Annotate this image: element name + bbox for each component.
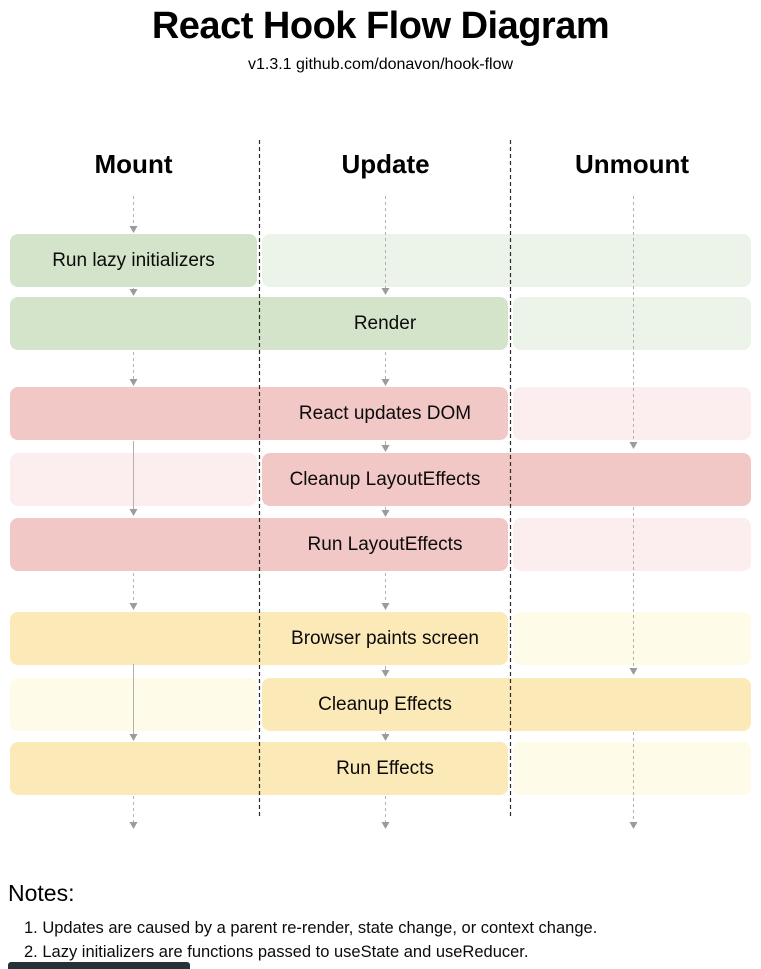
flow-row-render: Render — [10, 297, 751, 350]
flow-row-react-updates-dom: React updates DOM — [10, 387, 751, 440]
unmount-flow-arrows — [629, 196, 638, 829]
row-segment-faded — [513, 387, 751, 440]
row-segment-faded — [10, 678, 257, 731]
row-label: Render — [353, 313, 417, 334]
row-label: React updates DOM — [298, 403, 472, 424]
flow-row-cleanup-effects: Cleanup Effects — [10, 678, 751, 731]
row-segment-faded — [262, 234, 751, 287]
row-segment-faded — [513, 297, 751, 350]
row-segment-faded — [513, 742, 751, 795]
note-item-2: 2. Lazy initializers are functions passe… — [24, 943, 529, 961]
row-label: Run lazy initializers — [52, 250, 215, 271]
notes-heading: Notes: — [8, 880, 75, 906]
row-label: Run LayoutEffects — [307, 534, 463, 555]
row-label: Cleanup LayoutEffects — [289, 469, 481, 490]
row-segment-strong — [262, 453, 751, 506]
row-label: Cleanup Effects — [318, 694, 452, 715]
mount-flow-arrows — [129, 196, 138, 829]
column-header-unmount: Unmount — [574, 149, 690, 179]
flow-row-cleanup-layouteffects: Cleanup LayoutEffects — [10, 453, 751, 506]
column-header-update: Update — [341, 149, 430, 179]
page-title: React Hook Flow Diagram — [151, 5, 610, 47]
update-flow-arrows — [381, 196, 390, 829]
row-segment-faded — [10, 453, 257, 506]
flow-row-run-layouteffects: Run LayoutEffects — [10, 518, 751, 571]
bottom-dark-bar — [8, 962, 190, 969]
note-item-1: 1. Updates are caused by a parent re-ren… — [24, 919, 598, 937]
row-segment-strong — [10, 234, 257, 287]
row-segment-faded — [513, 612, 751, 665]
flow-row-browser-paints-screen: Browser paints screen — [10, 612, 751, 665]
column-header-mount: Mount — [94, 149, 173, 179]
flow-row-run-effects: Run Effects — [10, 742, 751, 795]
row-segment-faded — [513, 518, 751, 571]
row-label: Browser paints screen — [291, 628, 479, 649]
row-label: Run Effects — [336, 758, 434, 779]
row-segment-strong — [262, 678, 751, 731]
flow-row-run-lazy-initializers: Run lazy initializers — [10, 234, 751, 287]
page-subtitle: v1.3.1 github.com/donavon/hook-flow — [247, 56, 514, 73]
